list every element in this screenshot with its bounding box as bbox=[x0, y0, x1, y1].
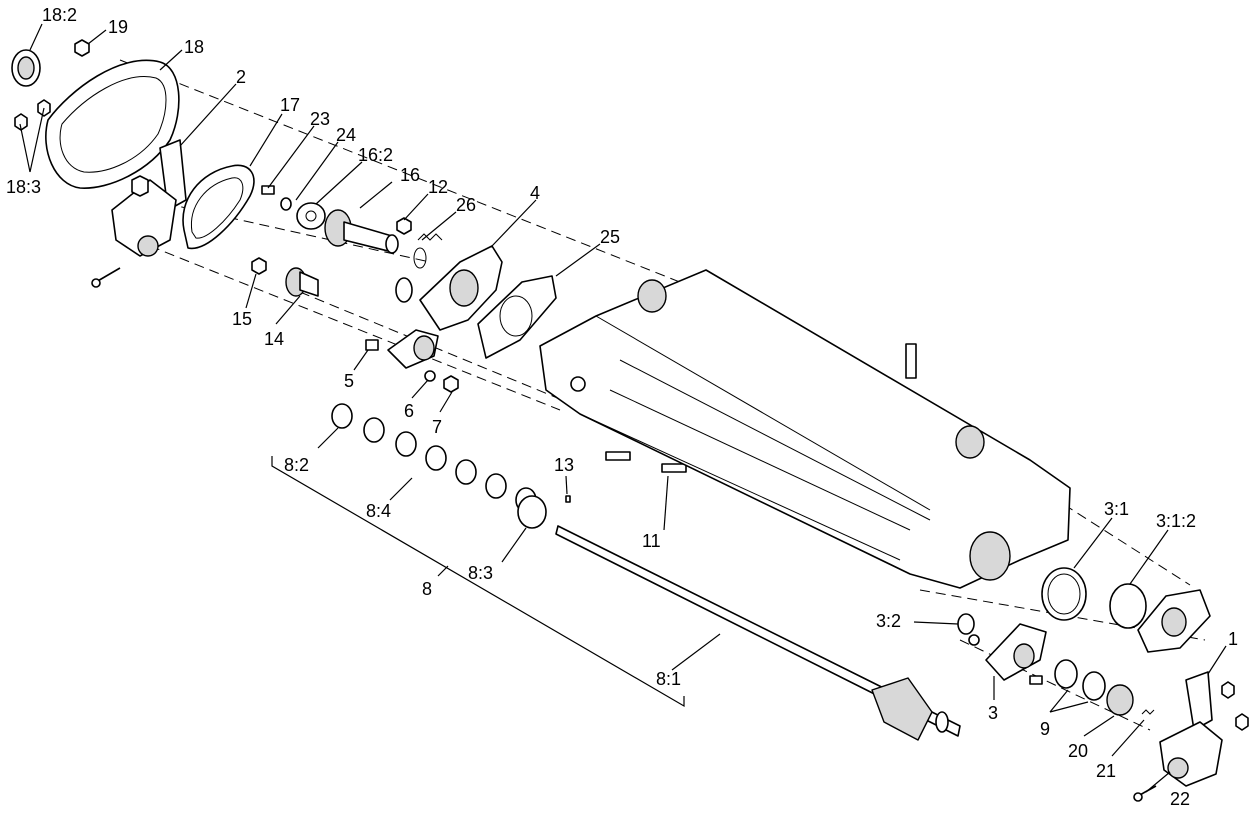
leader-lines bbox=[19, 23, 1227, 793]
callout-2: 2 bbox=[236, 67, 246, 87]
part-18-2-seal bbox=[11, 49, 41, 87]
callout-8: 8 bbox=[422, 579, 432, 599]
callout-8-4: 8:4 bbox=[366, 501, 391, 521]
part-24-washer bbox=[296, 202, 326, 230]
part-3-1-seal bbox=[1041, 567, 1087, 621]
callout-16: 16 bbox=[400, 165, 420, 185]
part-4-plate bbox=[395, 245, 503, 331]
callout-24: 24 bbox=[336, 125, 356, 145]
callout-22: 22 bbox=[1170, 789, 1190, 809]
part-23-washer bbox=[261, 185, 292, 211]
callout-labels: 18:2 19 18 2 18:3 17 23 24 16:2 16 12 26… bbox=[6, 5, 1238, 809]
part-20-nut bbox=[1106, 684, 1134, 716]
callout-13: 13 bbox=[554, 455, 574, 475]
callout-16-2: 16:2 bbox=[358, 145, 393, 165]
part-16-pulley-shaft bbox=[324, 209, 399, 254]
part-9-bearings bbox=[1029, 659, 1106, 701]
callout-9: 9 bbox=[1040, 719, 1050, 739]
callout-18-3: 18:3 bbox=[6, 177, 41, 197]
callout-19: 19 bbox=[108, 17, 128, 37]
callout-12: 12 bbox=[428, 177, 448, 197]
part-8-reel-discs bbox=[331, 403, 547, 529]
callout-21: 21 bbox=[1096, 761, 1116, 781]
callout-6: 6 bbox=[404, 401, 414, 421]
callout-23: 23 bbox=[310, 109, 330, 129]
part-22-screw bbox=[1133, 785, 1157, 802]
part-15-nut bbox=[251, 257, 267, 275]
part-2-bracket-assembly bbox=[111, 139, 187, 257]
callout-25: 25 bbox=[600, 227, 620, 247]
part-1-bracket-assembly bbox=[1159, 671, 1249, 787]
part-14-gear bbox=[285, 267, 319, 297]
part-12-nut bbox=[396, 217, 412, 235]
callout-4: 4 bbox=[530, 183, 540, 203]
part-11-bolts bbox=[605, 451, 687, 473]
callout-3-1-2: 3:1:2 bbox=[1156, 511, 1196, 531]
callout-3-1: 3:1 bbox=[1104, 499, 1129, 519]
callout-17: 17 bbox=[280, 95, 300, 115]
part-19-nut bbox=[74, 39, 90, 57]
callout-8-2: 8:2 bbox=[284, 455, 309, 475]
callout-26: 26 bbox=[456, 195, 476, 215]
callout-15: 15 bbox=[232, 309, 252, 329]
part-8-1-shaft bbox=[555, 525, 961, 741]
part-3-1-2-oring bbox=[1109, 583, 1147, 629]
callout-3: 3 bbox=[988, 703, 998, 723]
callout-5: 5 bbox=[344, 371, 354, 391]
part-13-pin bbox=[565, 495, 571, 503]
callout-3-2: 3:2 bbox=[876, 611, 901, 631]
callout-1: 1 bbox=[1228, 629, 1238, 649]
callout-8-3: 8:3 bbox=[468, 563, 493, 583]
callout-14: 14 bbox=[264, 329, 284, 349]
callout-18-2: 18:2 bbox=[42, 5, 77, 25]
part-17-belt bbox=[182, 164, 255, 250]
part-frame bbox=[539, 269, 1071, 589]
part-26-spring bbox=[413, 233, 443, 269]
part-18-cover bbox=[45, 59, 180, 189]
part-3-2-seal bbox=[957, 613, 980, 646]
part-5-6-7-arm bbox=[365, 329, 459, 393]
part-3-arm bbox=[985, 623, 1047, 681]
part-bearing-housing bbox=[1137, 589, 1211, 653]
part-21-fitting bbox=[1141, 709, 1155, 715]
callout-8-1: 8:1 bbox=[656, 669, 681, 689]
part-screw-left bbox=[91, 267, 121, 288]
callout-7: 7 bbox=[432, 417, 442, 437]
callout-18: 18 bbox=[184, 37, 204, 57]
callout-20: 20 bbox=[1068, 741, 1088, 761]
part-25-gasket bbox=[477, 275, 557, 359]
callout-11: 11 bbox=[642, 531, 661, 551]
